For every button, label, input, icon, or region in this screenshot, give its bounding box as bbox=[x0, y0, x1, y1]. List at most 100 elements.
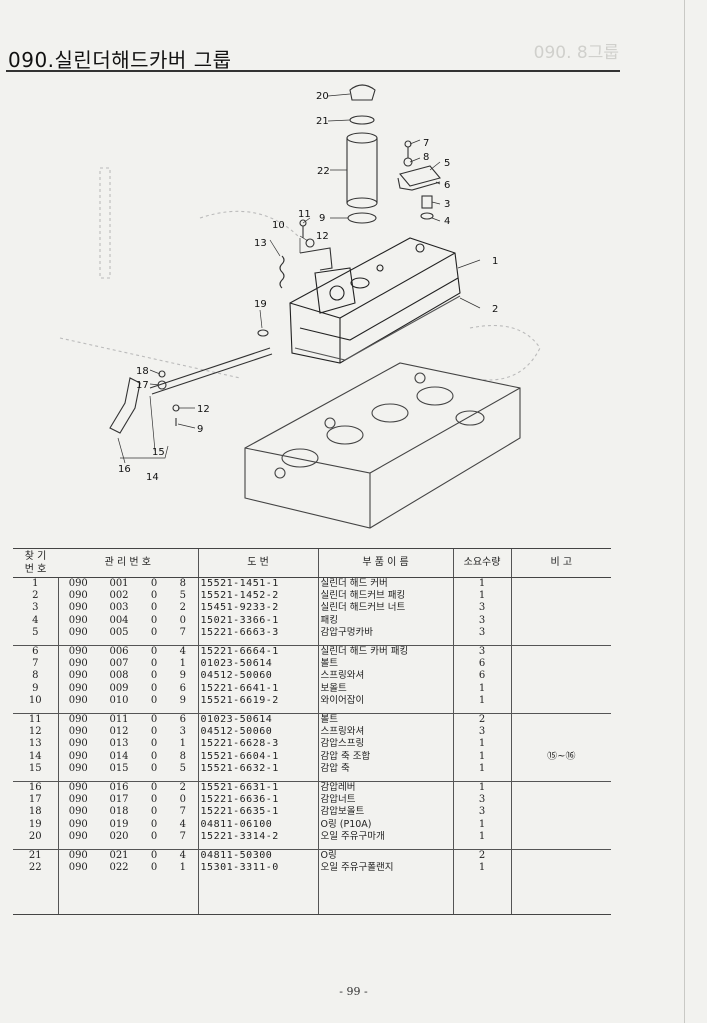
row-quantity: 2 bbox=[452, 849, 512, 863]
row-group-code: 090 bbox=[57, 830, 98, 844]
row-part-name: 감압구멍카바 bbox=[317, 626, 454, 640]
row-check-digit: 2 bbox=[168, 781, 199, 795]
row-remark bbox=[510, 806, 612, 819]
callout-13: 13 bbox=[254, 238, 267, 249]
row-item-code: 016 bbox=[98, 781, 140, 795]
row-part-name: O링 bbox=[317, 849, 454, 863]
row-no: 17 bbox=[28, 794, 42, 806]
row-group-code: 090 bbox=[57, 645, 98, 659]
row-item-code: 013 bbox=[109, 738, 129, 750]
row-group-code: 090 bbox=[57, 658, 98, 671]
row-item-code: 009 bbox=[109, 682, 129, 694]
row-item-code: 018 bbox=[109, 806, 129, 818]
row-quantity: 1 bbox=[452, 682, 512, 695]
row-item-code: 008 bbox=[109, 670, 129, 682]
row-quantity: 1 bbox=[452, 590, 512, 603]
table-bottom bbox=[13, 874, 612, 916]
row-group-code: 090 bbox=[57, 806, 98, 819]
row-no: 14 bbox=[28, 750, 42, 762]
row-code-c: 0 bbox=[150, 658, 158, 670]
page-title: 090.실린더해드카버 그룹 bbox=[8, 48, 232, 72]
row-item-code: 007 bbox=[109, 658, 129, 670]
row-code-c: 0 bbox=[140, 645, 168, 659]
callout-21: 21 bbox=[316, 116, 329, 127]
row-check-digit: 0 bbox=[179, 794, 186, 806]
row-part-number: 15521-6619-2 bbox=[197, 694, 319, 708]
row-check-digit: 4 bbox=[168, 645, 199, 659]
row-group-code: 090 bbox=[57, 670, 98, 683]
oil-filler-assembly bbox=[346, 84, 378, 224]
row-quantity: 6 bbox=[452, 670, 512, 683]
callout-4: 4 bbox=[444, 216, 450, 227]
header-drawing: 도 번 bbox=[197, 548, 319, 578]
row-item-code: 014 bbox=[109, 750, 129, 762]
row-check-digit: 7 bbox=[179, 830, 186, 842]
row-check-digit: 8 bbox=[179, 578, 186, 589]
row-no: 13 bbox=[28, 738, 42, 750]
row-code-c: 0 bbox=[150, 590, 158, 602]
row-quantity: 1 bbox=[452, 694, 512, 708]
callout-12b: 12 bbox=[197, 404, 210, 415]
row-check-digit: 6 bbox=[179, 682, 186, 694]
row-no: 5 bbox=[32, 626, 39, 638]
callout-22: 22 bbox=[317, 166, 330, 177]
row-no: 10 bbox=[28, 694, 42, 706]
callout-8: 8 bbox=[423, 152, 429, 163]
row-group-code: 090 bbox=[57, 614, 98, 627]
callout-15: 15 bbox=[152, 447, 165, 458]
valve-cover bbox=[289, 237, 461, 364]
row-code-c: 0 bbox=[140, 713, 168, 727]
row-check-digit: 8 bbox=[179, 750, 186, 762]
row-quantity: 1 bbox=[452, 830, 512, 844]
callout-numbers: 20 21 22 11 10 12 13 9 7 8 5 6 3 4 1 2 1… bbox=[118, 91, 498, 483]
row-check-digit: 7 bbox=[179, 626, 186, 638]
row-part-number: 15021-3366-1 bbox=[197, 614, 319, 627]
row-code-c: 0 bbox=[150, 762, 158, 774]
row-remark bbox=[510, 849, 612, 863]
row-part-number: 15221-6635-1 bbox=[197, 806, 319, 819]
row-no: 15 bbox=[28, 762, 42, 774]
row-code-c: 0 bbox=[150, 726, 158, 738]
row-item-code: 017 bbox=[109, 794, 129, 806]
row-code-c: 0 bbox=[150, 578, 158, 589]
row-no: 3 bbox=[32, 602, 39, 614]
row-item-code: 006 bbox=[98, 645, 140, 659]
row-quantity: 1 bbox=[452, 781, 512, 795]
row-part-number: 15221-6663-3 bbox=[197, 626, 319, 640]
row-remark bbox=[510, 590, 612, 603]
row-part-name: 감압 축 조합 bbox=[317, 750, 454, 763]
row-part-number: 04811-06100 bbox=[197, 818, 319, 831]
row-part-number: 15521-1451-1 bbox=[197, 577, 319, 591]
callout-20: 20 bbox=[316, 91, 329, 102]
row-quantity: 1 bbox=[452, 862, 512, 875]
row-check-digit: 0 bbox=[179, 614, 186, 626]
row-remark bbox=[510, 670, 612, 683]
row-part-name: 스프링와셔 bbox=[317, 670, 454, 683]
callout-19: 19 bbox=[254, 299, 267, 310]
row-code-c: 0 bbox=[150, 794, 158, 806]
row-part-number: 15221-6664-1 bbox=[197, 645, 319, 659]
row-remark bbox=[510, 577, 612, 591]
row-check-digit: 5 bbox=[179, 762, 186, 774]
row-remark bbox=[510, 794, 612, 807]
row-part-number: 04512-50060 bbox=[197, 726, 319, 739]
row-code-c: 0 bbox=[150, 626, 158, 638]
header-name: 부 품 이 름 bbox=[317, 548, 454, 578]
row-part-name: 오일 주유구마개 bbox=[317, 830, 454, 844]
row-item-code: 010 bbox=[109, 694, 129, 706]
row-no: 20 bbox=[28, 830, 42, 842]
row-part-number: 15221-6628-3 bbox=[197, 738, 319, 751]
scan-edge bbox=[684, 0, 685, 1023]
